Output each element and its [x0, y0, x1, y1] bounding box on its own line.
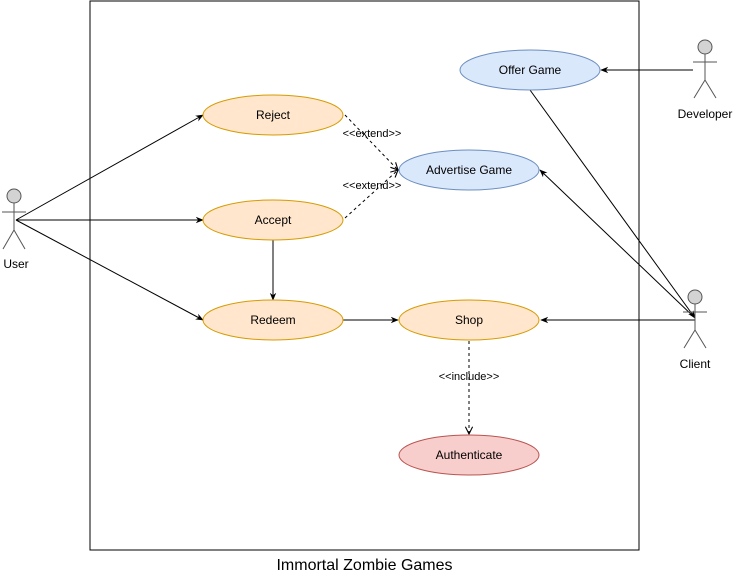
edge-offer-client [529, 89, 696, 319]
actor-client-label: Client [680, 357, 711, 371]
actor-user-label: User [3, 257, 28, 271]
use-case-reject[interactable]: Reject [202, 94, 344, 136]
use-case-advertise-game-label: Advertise Game [426, 163, 512, 177]
use-case-accept-label: Accept [255, 213, 292, 227]
use-case-offer-game-label: Offer Game [499, 63, 562, 77]
use-case-authenticate[interactable]: Authenticate [398, 434, 540, 476]
actor-user-head-icon [6, 188, 22, 204]
actor-developer-label: Developer [678, 107, 733, 121]
actor-developer[interactable] [693, 39, 717, 99]
edge-reject-advertise-extend [344, 114, 398, 170]
edge-user-redeem [15, 219, 204, 321]
use-case-advertise-game[interactable]: Advertise Game [398, 149, 540, 191]
actor-developer-head-icon [697, 39, 713, 55]
system-title: Immortal Zombie Games [276, 557, 452, 574]
association-edges [15, 66, 696, 324]
actor-user[interactable] [2, 188, 26, 250]
system-boundary [89, 0, 640, 551]
use-case-accept[interactable]: Accept [202, 199, 344, 241]
include-label: <<include>> [439, 371, 500, 383]
edge-user-reject [15, 114, 204, 221]
dependency-edges [344, 114, 469, 434]
use-case-reject-label: Reject [256, 108, 291, 122]
use-case-offer-game[interactable]: Offer Game [459, 49, 601, 91]
extend-label-2: <<extend>> [343, 180, 402, 192]
use-case-shop-label: Shop [455, 313, 483, 327]
extend-label-1: <<extend>> [343, 128, 402, 140]
actor-client-head-icon [687, 289, 703, 305]
use-case-shop[interactable]: Shop [398, 299, 540, 341]
use-case-authenticate-label: Authenticate [436, 448, 503, 462]
actor-client[interactable] [683, 289, 707, 349]
use-case-redeem[interactable]: Redeem [202, 299, 344, 341]
use-case-redeem-label: Redeem [250, 313, 295, 327]
edge-client-advertise [539, 169, 696, 319]
